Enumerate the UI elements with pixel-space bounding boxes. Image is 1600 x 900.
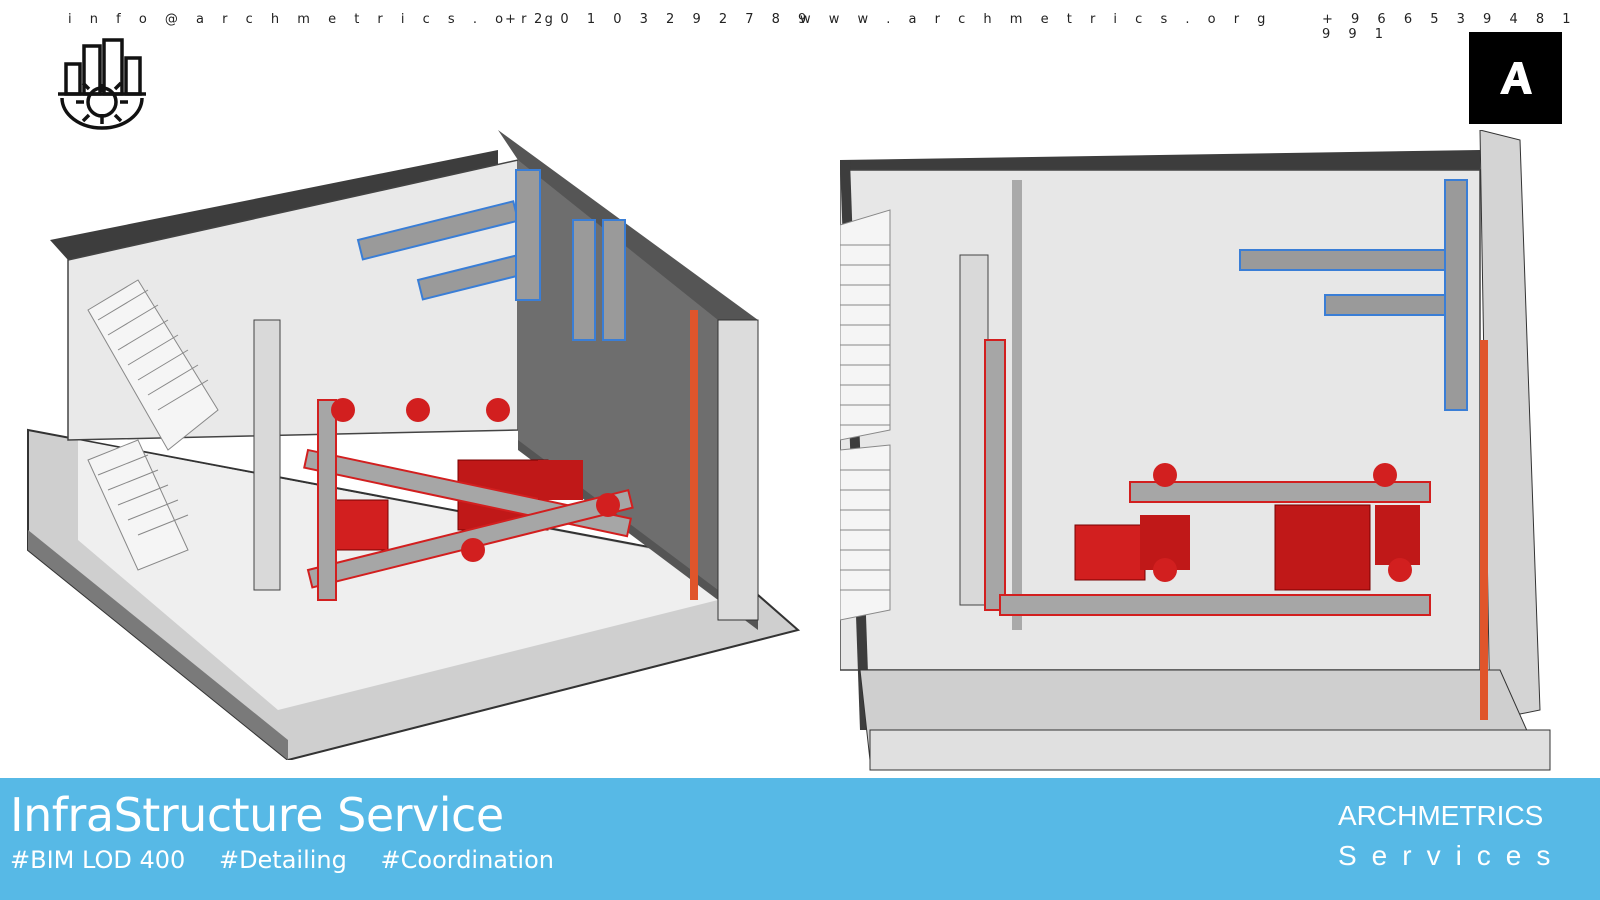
email-text: i n f o @ a r c h m e t r i c s . o r g [68,12,560,27]
brand-subtitle: Services [1338,840,1566,871]
tag-list: #BIM LOD 400 #Detailing #Coordination [10,846,580,874]
banner-title: InfraStructure Service [10,788,504,842]
phone-egypt-text: + 2 0 1 0 3 2 9 2 7 8 9 [505,12,814,27]
pump-room-render-left [18,120,818,762]
phone-saudi-text: + 9 6 6 5 3 9 4 8 1 9 9 1 [1322,12,1578,42]
letter-a-logo-icon [1469,32,1562,124]
tag-bim-lod: #BIM LOD 400 [10,846,186,874]
service-banner: InfraStructure Service #BIM LOD 400 #Det… [0,778,1600,900]
brand-name: ARCHMETRICS [1338,800,1544,831]
pump-room-render-right [839,129,1600,780]
tag-coordination: #Coordination [380,846,554,874]
city-gear-icon [54,36,150,130]
tag-detailing: #Detailing [218,846,347,874]
website-text: w w w . a r c h m e t r i c s . o r g [800,12,1273,27]
